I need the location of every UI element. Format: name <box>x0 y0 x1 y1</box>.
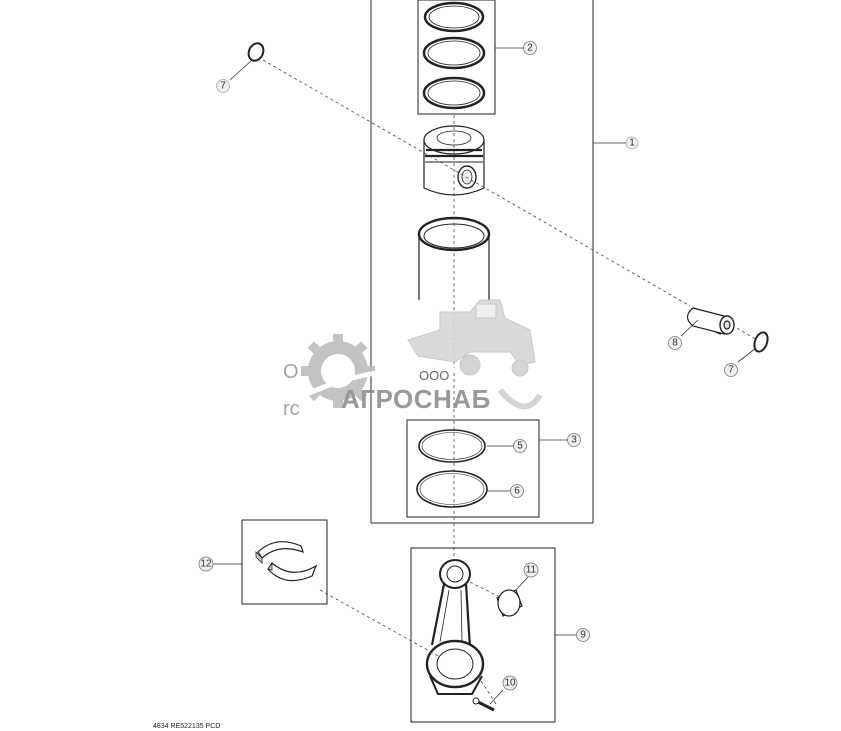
callout-8-label: 8 <box>672 338 678 349</box>
callout-6: 6 <box>510 484 524 498</box>
piston <box>423 125 485 196</box>
callout-5: 5 <box>513 439 527 453</box>
watermark-fragment-1: О <box>283 361 299 383</box>
watermark-prefix: ООО <box>419 368 449 383</box>
callout-9: 9 <box>576 628 590 642</box>
callout-7-right: 7 <box>724 363 738 377</box>
callout-10: 10 <box>502 675 518 691</box>
callout-1: 1 <box>625 136 639 150</box>
callout-3: 3 <box>567 433 581 447</box>
callout-10-label: 10 <box>504 678 516 689</box>
callout-11: 11 <box>523 562 539 578</box>
callout-7-right-label: 7 <box>728 365 734 376</box>
callout-11-label: 11 <box>526 565 537 576</box>
callout-8: 8 <box>668 336 682 350</box>
callout-7-left-label: 7 <box>220 81 226 92</box>
connecting-rod-assembly <box>410 547 556 723</box>
callout-6-label: 6 <box>514 486 520 497</box>
callout-9-label: 9 <box>580 630 586 641</box>
callout-1-label: 1 <box>629 138 635 149</box>
watermark-name: АГРОСНАБ <box>341 384 491 414</box>
combine-harvester-icon <box>407 299 543 410</box>
watermark: ООО АГРОСНАБ О rc <box>283 299 543 420</box>
callout-12: 12 <box>198 556 214 572</box>
callout-3-label: 3 <box>571 435 577 446</box>
drawing-code: 4834 RE522135 PCD <box>153 723 220 730</box>
watermark-fragment-2: rc <box>283 398 300 420</box>
leader-lines <box>213 47 757 705</box>
bearing-shells <box>241 519 328 605</box>
snap-ring-right <box>753 331 769 353</box>
callout-12-label: 12 <box>200 559 212 570</box>
callout-2: 2 <box>523 41 537 55</box>
callout-7-left: 7 <box>216 79 230 93</box>
snap-ring-left <box>247 42 265 62</box>
callout-5-label: 5 <box>517 441 523 452</box>
gear-icon <box>301 334 471 408</box>
assembly-frame <box>370 0 594 524</box>
piston-ring-set <box>417 0 496 115</box>
liner-seal-rings <box>406 419 540 518</box>
callout-2-label: 2 <box>527 43 533 54</box>
piston-pin <box>686 307 735 335</box>
